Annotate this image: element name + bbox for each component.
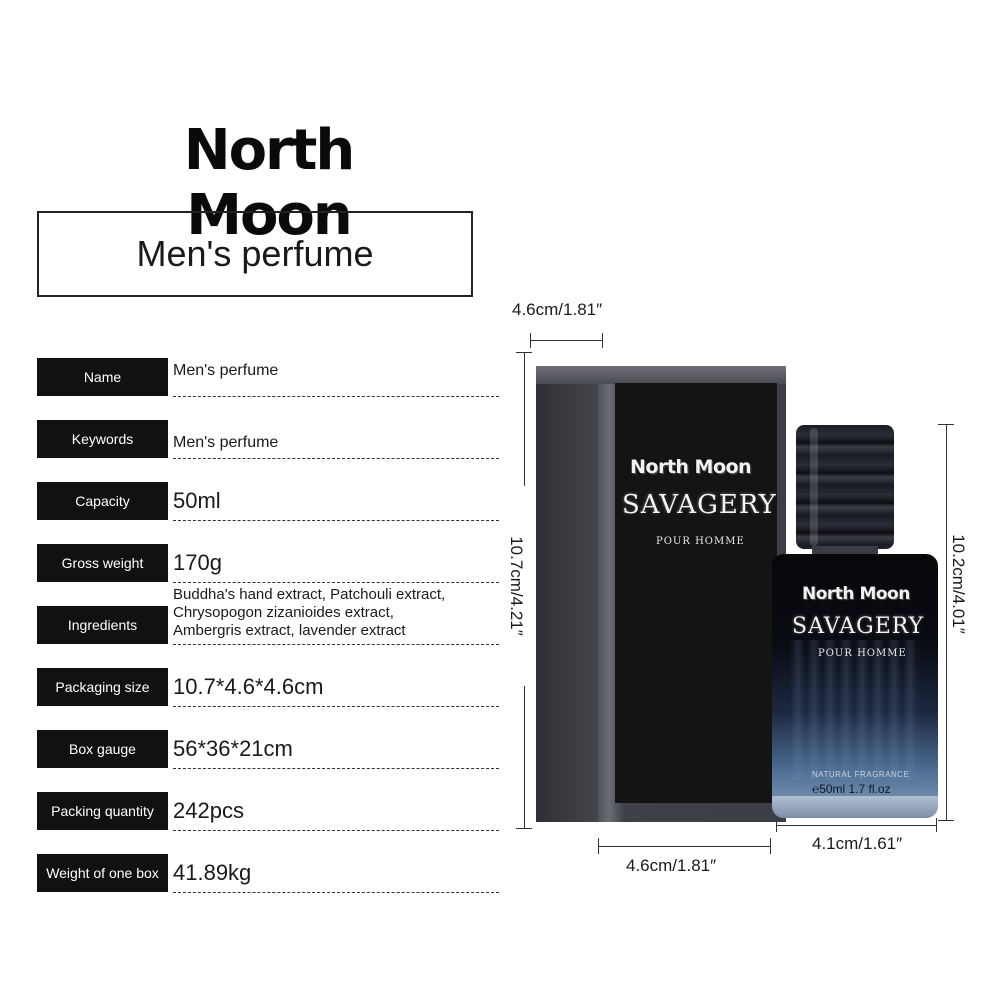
bottle-neck xyxy=(812,546,878,556)
bottle-fine-print: NATURAL FRAGRANCE xyxy=(812,770,910,779)
spec-label: Box gauge xyxy=(37,730,168,768)
dimension-tick xyxy=(936,818,937,832)
spec-value: Chrysopogon zizanioides extract, xyxy=(173,604,394,621)
package-brand: North Moon xyxy=(630,456,752,478)
bottle-cap xyxy=(796,425,894,549)
spec-row-ingredients: Ingredients Buddha's hand extract, Patch… xyxy=(37,586,499,646)
subtitle-box: Men's perfume xyxy=(37,211,473,297)
dimension-tick xyxy=(938,820,954,821)
divider xyxy=(173,706,499,707)
spec-value: 41.89kg xyxy=(173,860,252,885)
dimension-line xyxy=(530,340,602,341)
spec-label: Packaging size xyxy=(37,668,168,706)
dimension-tick xyxy=(530,333,531,348)
spec-value: Men's perfume xyxy=(173,362,279,379)
spec-row-packing-quantity: Packing quantity 242pcs xyxy=(37,792,499,832)
spec-label: Name xyxy=(37,358,168,396)
bottle-body xyxy=(772,554,938,818)
brand-title: North Moon xyxy=(183,118,356,248)
divider xyxy=(173,768,499,769)
spec-label: Weight of one box xyxy=(37,854,168,892)
divider xyxy=(173,830,499,831)
bottle-gradient-streaks xyxy=(790,640,920,780)
package-box-side xyxy=(536,366,598,822)
spec-row-packaging-size: Packaging size 10.7*4.6*4.6cm xyxy=(37,668,499,708)
dimension-tick xyxy=(516,828,532,829)
dimension-tick xyxy=(938,424,954,425)
spec-row-name: Name Men's perfume xyxy=(37,358,499,398)
dimension-tick xyxy=(770,838,771,854)
spec-row-box-gauge: Box gauge 56*36*21cm xyxy=(37,730,499,770)
spec-value: 10.7*4.6*4.6cm xyxy=(173,674,324,699)
divider xyxy=(173,644,499,645)
spec-value: Men's perfume xyxy=(173,434,279,451)
dimension-bottle-width: 4.1cm/1.61″ xyxy=(812,834,903,853)
bottle-subtitle: POUR HOMME xyxy=(818,648,907,659)
divider xyxy=(173,892,499,893)
bottle-product-name: SAVAGERY xyxy=(792,614,925,639)
divider xyxy=(173,396,499,397)
spec-label: Ingredients xyxy=(37,606,168,644)
package-subtitle: POUR HOMME xyxy=(656,536,745,547)
package-box-top xyxy=(536,366,786,384)
spec-value: Buddha's hand extract, Patchouli extract… xyxy=(173,586,446,603)
spec-value: Ambergris extract, lavender extract xyxy=(173,622,406,639)
divider xyxy=(173,520,499,521)
dimension-box-bottom-width: 4.6cm/1.81″ xyxy=(626,856,717,875)
dimension-line xyxy=(776,825,936,826)
spec-label: Packing quantity xyxy=(37,792,168,830)
dimension-line xyxy=(946,424,947,820)
spec-value: 50ml xyxy=(173,488,221,513)
spec-label: Capacity xyxy=(37,482,168,520)
package-box-panel xyxy=(615,383,777,803)
spec-value: 242pcs xyxy=(173,798,244,823)
dimension-tick xyxy=(602,333,603,348)
package-product-name: SAVAGERY xyxy=(622,490,777,520)
spec-row-capacity: Capacity 50ml xyxy=(37,482,499,522)
spec-row-gross-weight: Gross weight 170g xyxy=(37,544,499,584)
spec-value: 56*36*21cm xyxy=(173,736,293,761)
dimension-box-top-width: 4.6cm/1.81″ xyxy=(512,300,603,319)
bottle-cap-highlight xyxy=(810,428,818,546)
bottle-brand: North Moon xyxy=(802,584,910,604)
dimension-tick xyxy=(776,818,777,832)
subtitle: Men's perfume xyxy=(136,233,374,274)
bottle-base xyxy=(772,796,938,818)
divider xyxy=(173,582,499,583)
spec-label: Keywords xyxy=(37,420,168,458)
dimension-tick xyxy=(516,352,532,353)
bottle-volume: ℮50ml 1.7 fl.oz xyxy=(812,782,891,796)
spec-row-box-weight: Weight of one box 41.89kg xyxy=(37,854,499,894)
spec-value: 170g xyxy=(173,550,222,575)
spec-row-keywords: Keywords Men's perfume xyxy=(37,420,499,460)
spec-label: Gross weight xyxy=(37,544,168,582)
dimension-line xyxy=(598,846,770,847)
dimension-bottle-height: 10.2cm/4.01″ xyxy=(948,494,968,674)
dimension-box-height: 10.7cm/4.21″ xyxy=(506,486,526,686)
dimension-tick xyxy=(598,838,599,854)
divider xyxy=(173,458,499,459)
